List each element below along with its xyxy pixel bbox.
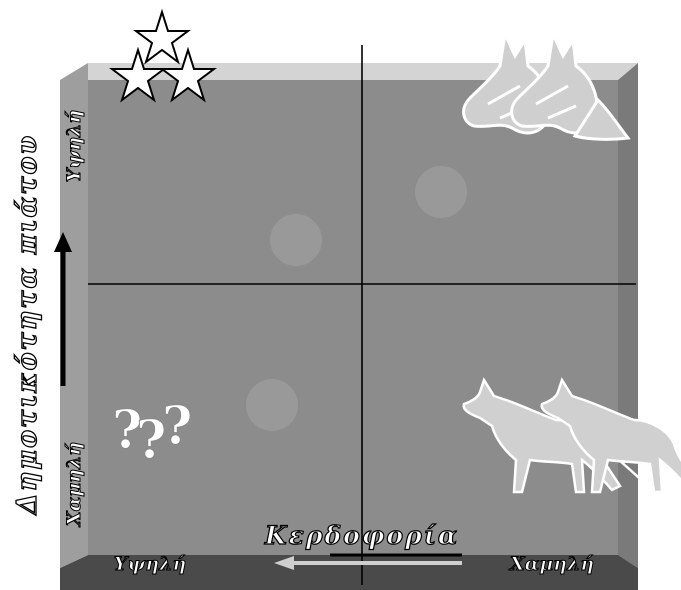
board-face [88, 80, 618, 555]
y-axis-title-container: Δημοτικότητα πιάτου [4, 82, 48, 566]
decorative-circle [246, 379, 298, 431]
question-mark-icon: ? [162, 396, 192, 457]
x-axis-title: Κερδοφορία [264, 521, 459, 550]
y-axis-low-label: Χαμηλή [63, 442, 85, 527]
x-axis-high-label: Υψηλή [114, 553, 186, 575]
decorative-circle [270, 214, 322, 266]
star-icon [136, 12, 188, 62]
y-axis-title: Δημοτικότητα πιάτου [12, 134, 43, 516]
decorative-circle [415, 166, 467, 218]
x-axis-low-label: Χαμηλή [509, 553, 594, 575]
y-axis-high-label: Υψηλή [63, 110, 85, 182]
